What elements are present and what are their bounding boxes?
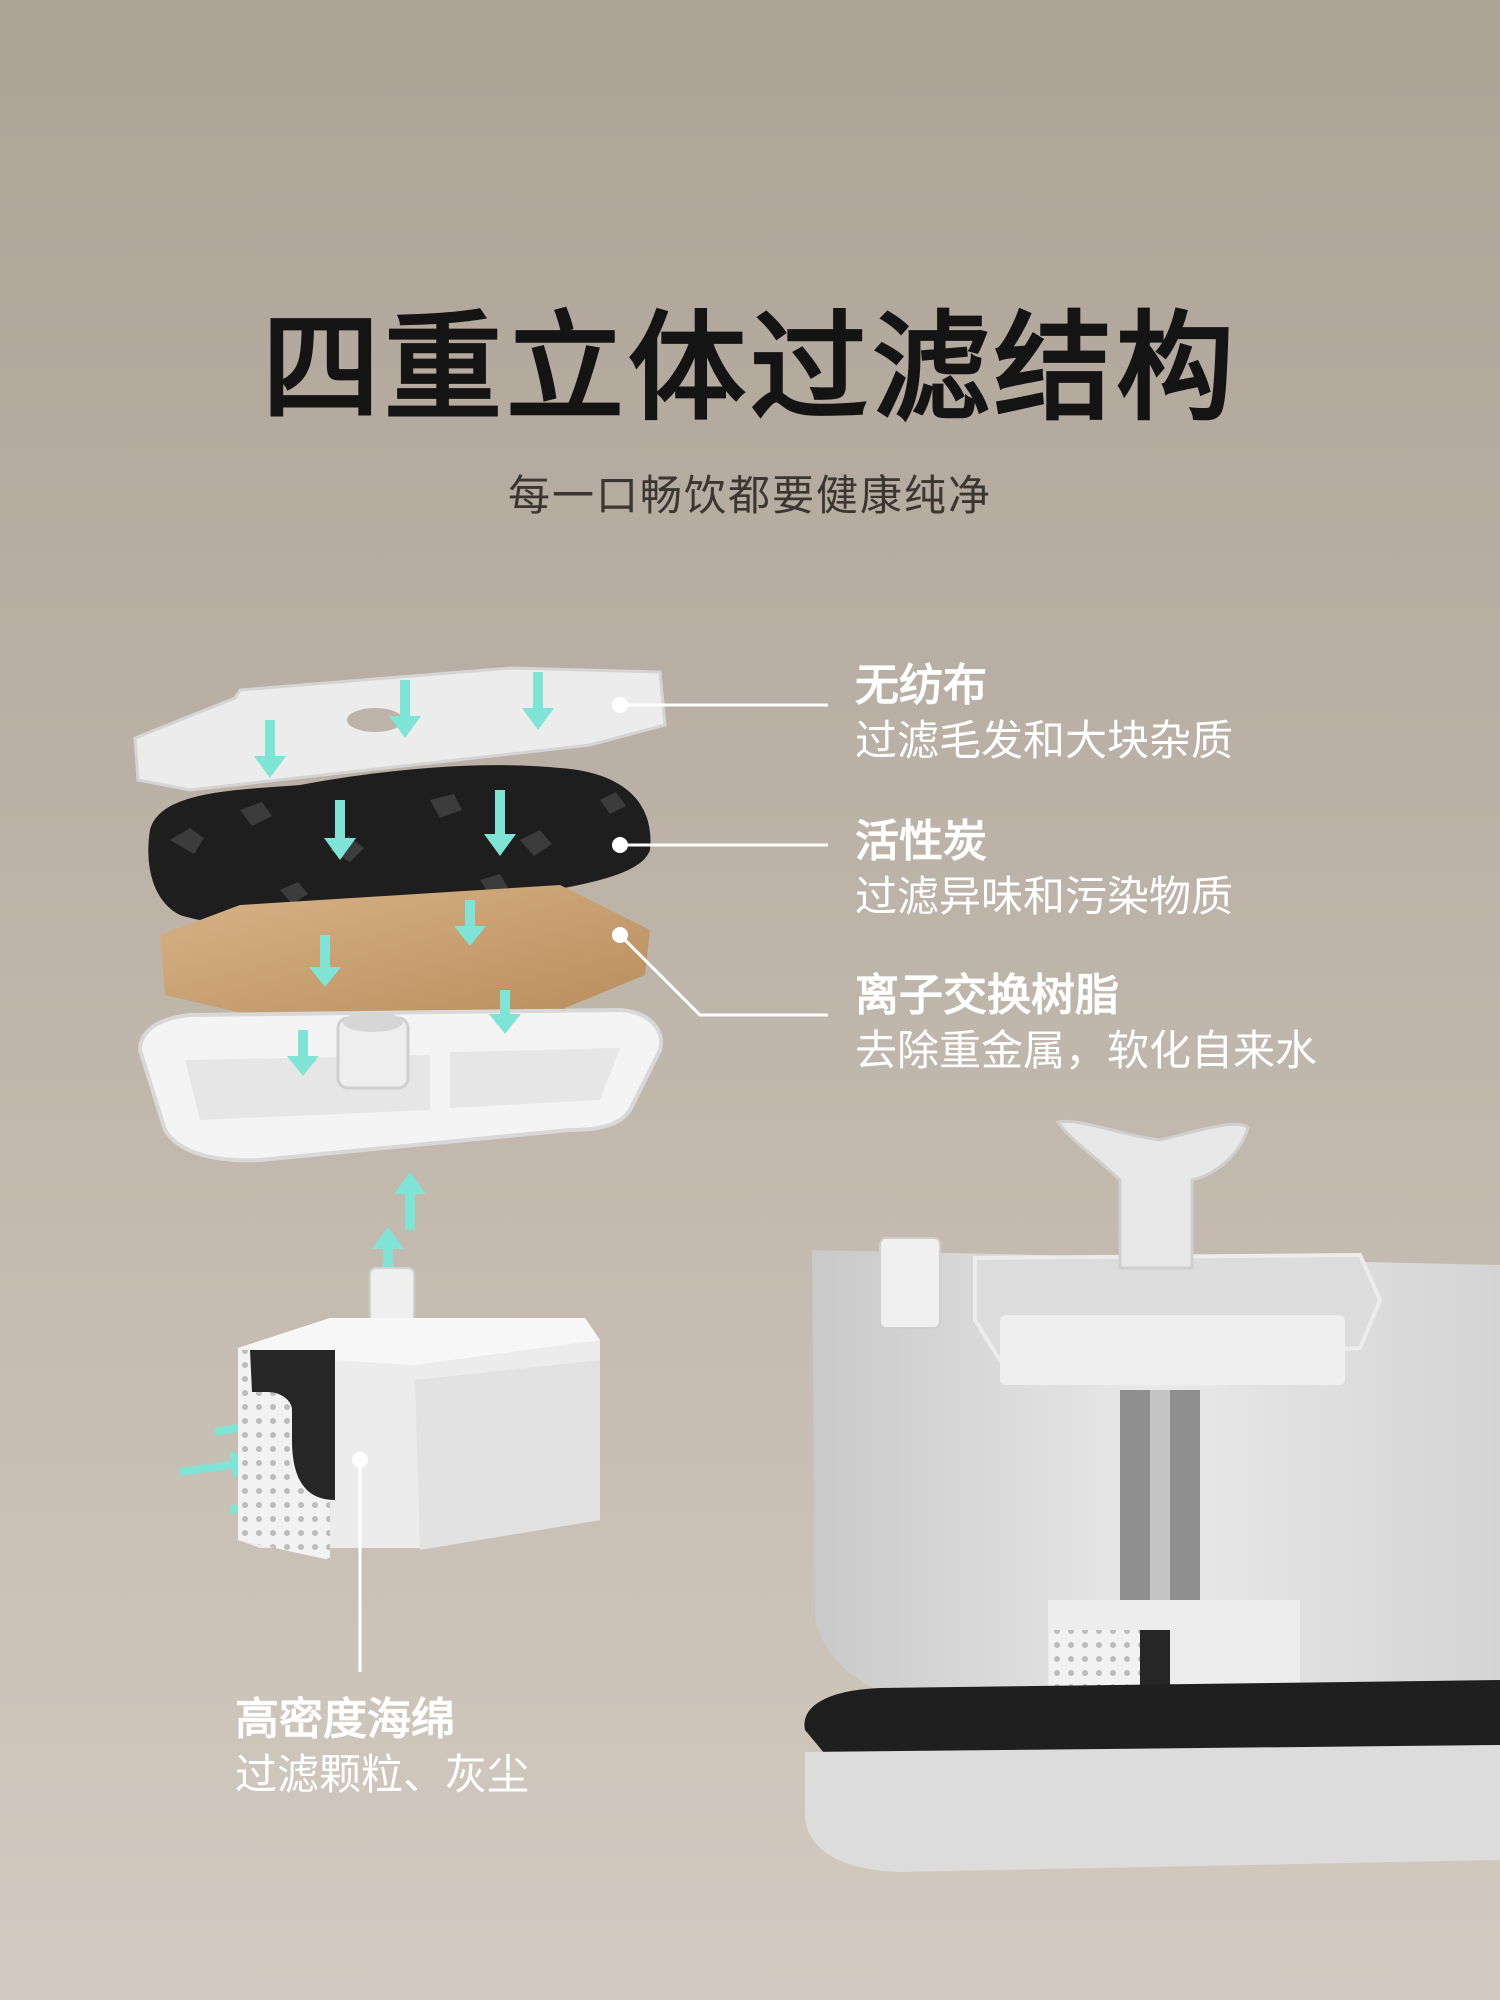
pump-module: [238, 1267, 600, 1560]
label-desc: 去除重金属，软化自来水: [855, 1026, 1318, 1075]
page-title: 四重立体过滤结构: [261, 299, 1238, 437]
label-title: 活性炭: [855, 816, 987, 867]
label-ion-exchange-resin: 离子交换树脂 去除重金属，软化自来水: [855, 968, 1317, 1078]
label-desc: 过滤异味和污染物质: [855, 872, 1234, 921]
label-sponge: 高密度海绵 过滤颗粒、灰尘: [235, 1692, 529, 1802]
filter-tray: [137, 1007, 663, 1163]
label-desc: 过滤颗粒、灰尘: [235, 1750, 530, 1799]
label-title: 无纺布: [855, 660, 987, 711]
label-title: 离子交换树脂: [855, 970, 1119, 1021]
label-title: 高密度海绵: [235, 1694, 455, 1745]
page-subtitle: 每一口畅饮都要健康纯净: [507, 471, 992, 520]
label-desc: 过滤毛发和大块杂质: [855, 716, 1234, 765]
activated-carbon-layer: [148, 765, 651, 925]
fountain-unit: [804, 1119, 1500, 1872]
label-activated-carbon: 活性炭 过滤异味和污染物质: [855, 814, 1233, 924]
leader-dots: [352, 697, 628, 1468]
leader-lines: [358, 703, 828, 1672]
label-nonwoven: 无纺布 过滤毛发和大块杂质: [855, 658, 1233, 768]
